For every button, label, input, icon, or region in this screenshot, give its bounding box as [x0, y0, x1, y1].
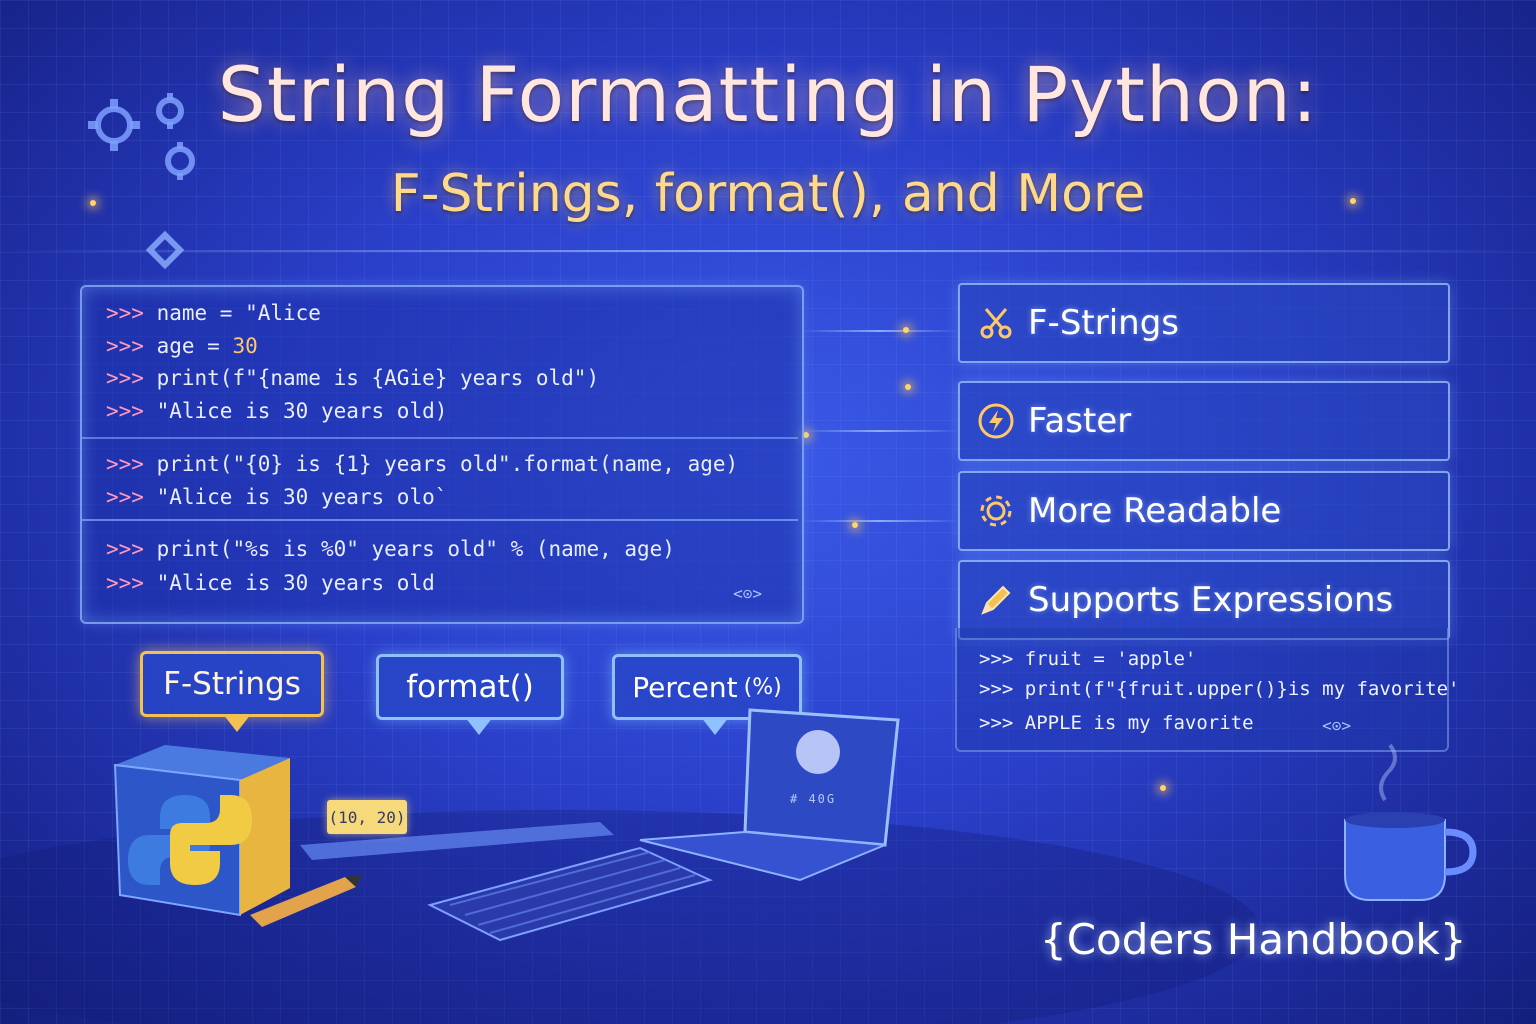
format-code-section: >>> print("{0} is {1} years old".format(… [82, 439, 798, 521]
bubble-tail [223, 714, 251, 732]
page-title: String Formatting in Python: [217, 50, 1319, 139]
glow-dot [903, 327, 909, 333]
bubble-symbol: (%) [743, 674, 782, 700]
expressions-code-panel: >>> fruit = 'apple' >>> print(f"{fruit.u… [955, 628, 1459, 752]
bubble-label: F-Strings [163, 666, 301, 702]
bubble-tail [701, 717, 729, 735]
feature-supports-expressions: Supports Expressions [958, 560, 1450, 640]
code-line: >>> "Alice is 30 years olo` [106, 485, 448, 509]
feature-label: More Readable [1028, 491, 1282, 531]
code-panel: >>> name = "Alice >>> age = 30 >>> print… [80, 285, 804, 624]
lightning-icon [976, 401, 1016, 441]
ruler [300, 822, 614, 860]
feature-more-readable: More Readable [958, 471, 1450, 551]
brand-logo: {Coders Handbook} [1040, 915, 1467, 964]
glow-dot [1160, 785, 1166, 791]
pencil-icon [250, 874, 362, 927]
page-subtitle: F-Strings, format(), and More [390, 164, 1146, 224]
scissors-icon [976, 303, 1016, 343]
bubble-label: Percent [632, 670, 738, 704]
keyboard [427, 846, 713, 942]
connector-line [800, 520, 960, 522]
eye-code-icon: <⊙> [733, 584, 762, 603]
horizon-glow-line [0, 250, 1536, 252]
feature-label: Supports Expressions [1028, 580, 1394, 620]
percent-code-section: >>> print("%s is %0" years old" % (name,… [82, 521, 798, 621]
desk-shadow [0, 810, 1260, 1024]
python-cube-icon [113, 745, 290, 917]
code-line: >>> "Alice is 30 years old [106, 571, 435, 595]
code-line: >>> print("{0} is {1} years old".format(… [106, 452, 739, 476]
code-line: >>> name = "Alice [106, 301, 321, 325]
glow-dot [905, 384, 911, 390]
coffee-mug-icon [1344, 743, 1477, 901]
bubble-tail [465, 717, 493, 735]
connector-line [800, 330, 960, 332]
tuple-label: (10, 20) [327, 800, 407, 834]
glow-dot [90, 200, 96, 206]
eye-code-icon: <⊙> [1322, 716, 1351, 735]
laptop-screen-text: # 40G [790, 792, 837, 806]
glow-dot [852, 522, 858, 528]
code-line: >>> fruit = 'apple' [979, 648, 1197, 670]
feature-faster: Faster [958, 381, 1450, 461]
diamond-logo-icon [145, 230, 185, 270]
code-line: >>> print(f"{fruit.upper()}is my favorit… [979, 678, 1460, 700]
code-line: >>> print(f"{name is {AGie} years old") [106, 366, 600, 390]
code-line: >>> print("%s is %0" years old" % (name,… [106, 537, 675, 561]
gears-icon [88, 93, 195, 180]
format-bubble: format() [376, 654, 564, 735]
fstrings-bubble: F-Strings [140, 651, 324, 732]
glow-dot [803, 432, 809, 438]
glow-dot [1350, 198, 1356, 204]
laptop [639, 708, 900, 882]
code-line: >>> APPLE is my favorite [979, 712, 1254, 734]
connector-line [800, 430, 960, 432]
bubble-label: format() [406, 669, 534, 705]
gear-icon [976, 491, 1016, 531]
code-line: >>> age = 30 [106, 334, 258, 358]
code-line: >>> "Alice is 30 years old) [106, 399, 448, 423]
feature-label: Faster [1028, 401, 1132, 441]
percent-bubble: Percent(%) [612, 654, 802, 735]
feature-label: F-Strings [1028, 303, 1180, 343]
pencil-icon [976, 580, 1016, 620]
fstring-code-section: >>> name = "Alice >>> age = 30 >>> print… [82, 287, 798, 439]
feature-fstrings: F-Strings [958, 283, 1450, 363]
